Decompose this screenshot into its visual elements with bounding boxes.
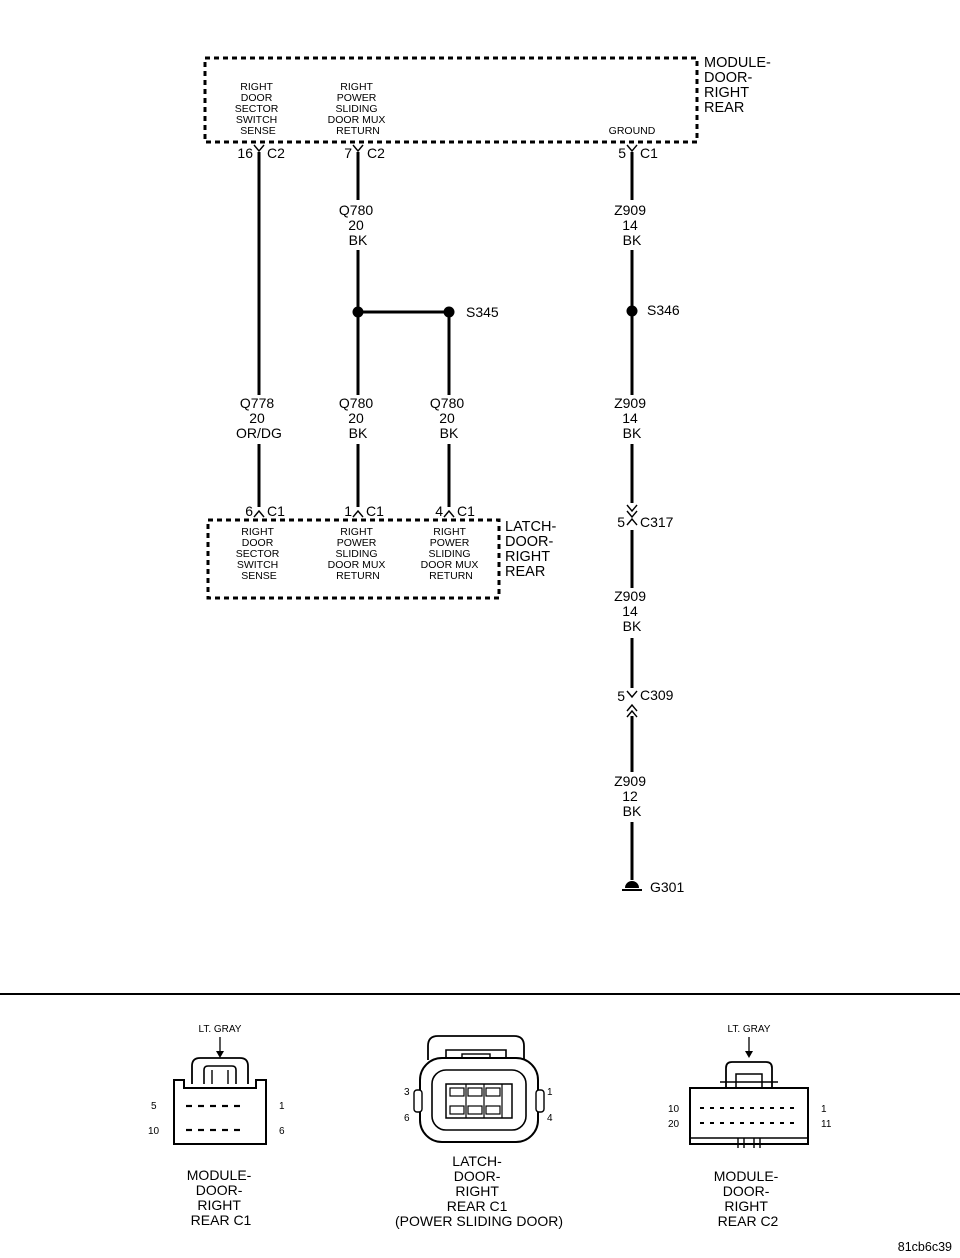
latch-pin-label-mux-1: RIGHT POWER SLIDING DOOR MUX RETURN bbox=[328, 526, 389, 582]
module-pin-conn-c2-a: C2 bbox=[267, 145, 285, 161]
connector-c2-pin-1: 1 bbox=[821, 1104, 827, 1115]
connector-latch-caption: LATCH- DOOR- RIGHT REAR C1 (POWER SLIDIN… bbox=[395, 1153, 563, 1229]
module-pin-conn-c1: C1 bbox=[640, 145, 658, 161]
module-pin-num-7: 7 bbox=[344, 145, 352, 161]
connector-latch-pin-1: 1 bbox=[547, 1087, 553, 1098]
connector-c1-caption: MODULE- DOOR- RIGHT REAR C1 bbox=[187, 1167, 255, 1228]
module-name: MODULE- DOOR- RIGHT REAR bbox=[704, 55, 775, 116]
splice-dot-s345-right bbox=[443, 306, 455, 318]
inline-c317-pin: 5 bbox=[617, 514, 625, 530]
wire-label-q778: Q778 20 OR/DG bbox=[236, 395, 282, 441]
latch-pin-conn-c1-c: C1 bbox=[457, 503, 475, 519]
splice-dot-s346 bbox=[626, 305, 638, 317]
latch-name: LATCH- DOOR- RIGHT REAR bbox=[505, 519, 560, 580]
module-pin-label-sector: RIGHT DOOR SECTOR SWITCH SENSE bbox=[235, 81, 282, 137]
module-box-outline bbox=[203, 56, 699, 144]
latch-pin-label-sector: RIGHT DOOR SECTOR SWITCH SENSE bbox=[236, 526, 283, 582]
inline-c317-name: C317 bbox=[640, 514, 674, 530]
module-pin-num-5: 5 bbox=[618, 145, 626, 161]
inline-connector-c317-symbol bbox=[626, 504, 638, 526]
splice-dot-s345-left bbox=[352, 306, 364, 318]
connector-c2-color: LT. GRAY bbox=[728, 1024, 771, 1035]
latch-pin-num-4: 4 bbox=[435, 503, 443, 519]
wire-label-q780-right: Q780 20 BK bbox=[430, 395, 468, 441]
connector-view-module-c1: LT. GRAY 5 1 10 6 MODULE- DOOR- RIGHT RE… bbox=[148, 1024, 285, 1228]
ground-symbol bbox=[622, 881, 642, 891]
latch-box-outline bbox=[206, 518, 501, 600]
inline-c309-pin: 5 bbox=[617, 688, 625, 704]
connector-c2-pin-20: 20 bbox=[668, 1119, 680, 1130]
connector-c1-color: LT. GRAY bbox=[199, 1024, 242, 1035]
inline-connector-c309-symbol bbox=[626, 690, 638, 718]
wire-label-z909-a: Z909 14 BK bbox=[614, 202, 650, 248]
connector-c1-pin-6: 6 bbox=[279, 1126, 285, 1137]
ground-label: G301 bbox=[650, 879, 684, 895]
connector-c2-pin-11: 11 bbox=[821, 1119, 832, 1130]
connector-c2-caption: MODULE- DOOR- RIGHT REAR C2 bbox=[714, 1168, 782, 1229]
inline-c309-name: C309 bbox=[640, 687, 674, 703]
wire-label-q780-mid: Q780 20 BK bbox=[339, 395, 377, 441]
wire-label-z909-d: Z909 12 BK bbox=[614, 773, 650, 819]
wire-label-z909-b: Z909 14 BK bbox=[614, 395, 650, 441]
connector-c1-pin-10: 10 bbox=[148, 1126, 160, 1137]
wires bbox=[257, 152, 634, 880]
connector-latch-pin-6: 6 bbox=[404, 1113, 410, 1124]
module-pin-label-mux: RIGHT POWER SLIDING DOOR MUX RETURN bbox=[328, 81, 389, 137]
connector-latch-pin-4: 4 bbox=[547, 1113, 553, 1124]
latch-pin-num-6: 6 bbox=[245, 503, 253, 519]
module-pin-num-16: 16 bbox=[237, 145, 253, 161]
module-pin-label-ground: GROUND bbox=[609, 125, 656, 137]
latch-pin-chevrons bbox=[253, 509, 455, 518]
module-pin-conn-c2-b: C2 bbox=[367, 145, 385, 161]
connector-view-latch-c1: 3 1 6 4 LATCH- DOOR- RIGHT REAR C1 (POWE… bbox=[395, 1035, 563, 1229]
wire-label-q780-top: Q780 20 BK bbox=[339, 202, 377, 248]
latch-pin-conn-c1-a: C1 bbox=[267, 503, 285, 519]
latch-pin-num-1: 1 bbox=[344, 503, 352, 519]
connector-c2-pin-10: 10 bbox=[668, 1104, 680, 1115]
splice-label-s345: S345 bbox=[466, 304, 499, 320]
connector-c1-pin-1: 1 bbox=[279, 1101, 285, 1112]
module-pin-chevrons bbox=[253, 144, 638, 153]
latch-pin-label-mux-4: RIGHT POWER SLIDING DOOR MUX RETURN bbox=[421, 526, 482, 582]
latch-pin-conn-c1-b: C1 bbox=[366, 503, 384, 519]
figure-id: 81cb6c39 bbox=[898, 1240, 952, 1254]
connector-c1-pin-5: 5 bbox=[151, 1101, 157, 1112]
connector-view-module-c2: LT. GRAY 10 1 20 11 MODULE- DOOR- RIGHT … bbox=[668, 1024, 832, 1229]
splice-label-s346: S346 bbox=[647, 302, 680, 318]
wire-label-z909-c: Z909 14 BK bbox=[614, 588, 650, 634]
connector-latch-pin-3: 3 bbox=[404, 1087, 410, 1098]
